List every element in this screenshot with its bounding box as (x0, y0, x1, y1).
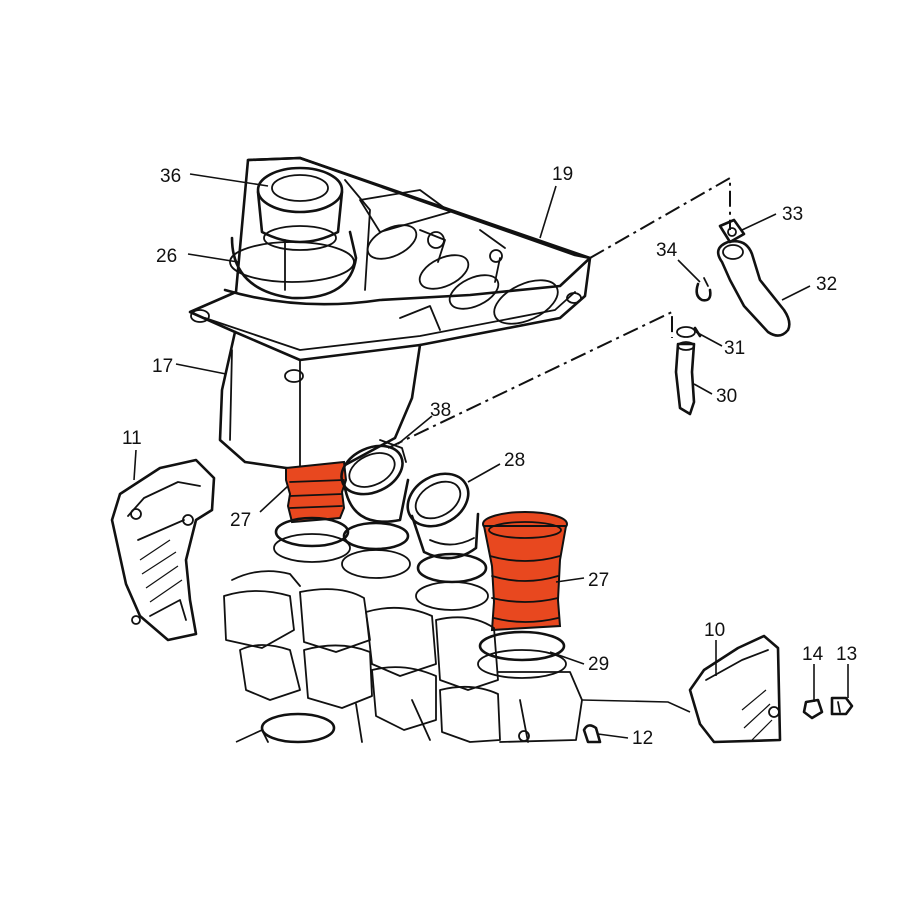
callout-30: 30 (716, 386, 737, 407)
air-filter-case (188, 156, 592, 472)
hose-clamps (260, 516, 567, 744)
intake-joint-28 (406, 472, 480, 560)
case-seal (223, 256, 592, 306)
breather-hose (716, 239, 791, 337)
hose-clip-34 (695, 277, 712, 302)
callout-34: 34 (656, 240, 678, 261)
hose-clamp-33 (718, 218, 746, 244)
callout-labels: 36 19 33 26 34 32 17 31 30 38 11 28 27 2… (122, 164, 857, 749)
leader-lines (133, 173, 849, 743)
callout-29: 29 (588, 654, 609, 675)
callout-31: 31 (724, 338, 745, 359)
routing-line-33 (589, 176, 731, 259)
screw-13 (830, 696, 854, 716)
callout-27-left: 27 (230, 510, 251, 531)
callout-13: 13 (836, 644, 857, 665)
callout-17: 17 (152, 356, 173, 377)
routing-line-10 (581, 699, 691, 713)
carburetor-bank (223, 570, 583, 743)
callout-32: 32 (816, 274, 837, 295)
callout-10: 10 (704, 620, 725, 641)
grommet-14 (802, 698, 824, 720)
routing-line-30 (387, 310, 673, 449)
callout-26: 26 (156, 246, 177, 267)
bolt-12 (582, 724, 602, 744)
callout-11: 11 (122, 428, 142, 449)
cover-strap (246, 156, 592, 260)
callout-33: 33 (782, 204, 803, 225)
callout-28: 28 (504, 450, 525, 471)
intake-joint-right (482, 511, 568, 632)
callout-38: 38 (430, 400, 451, 421)
intake-joint-38 (340, 439, 410, 523)
callout-19: 19 (552, 164, 573, 185)
callout-36: 36 (160, 166, 181, 187)
callout-27-right: 27 (588, 570, 609, 591)
callout-14: 14 (802, 644, 824, 665)
side-cover-left (110, 458, 216, 642)
intake-joint-left (285, 460, 348, 524)
filter-element (229, 166, 358, 300)
callout-12: 12 (632, 728, 653, 749)
side-cover-right (688, 634, 782, 744)
drain-plug-30 (674, 341, 696, 416)
